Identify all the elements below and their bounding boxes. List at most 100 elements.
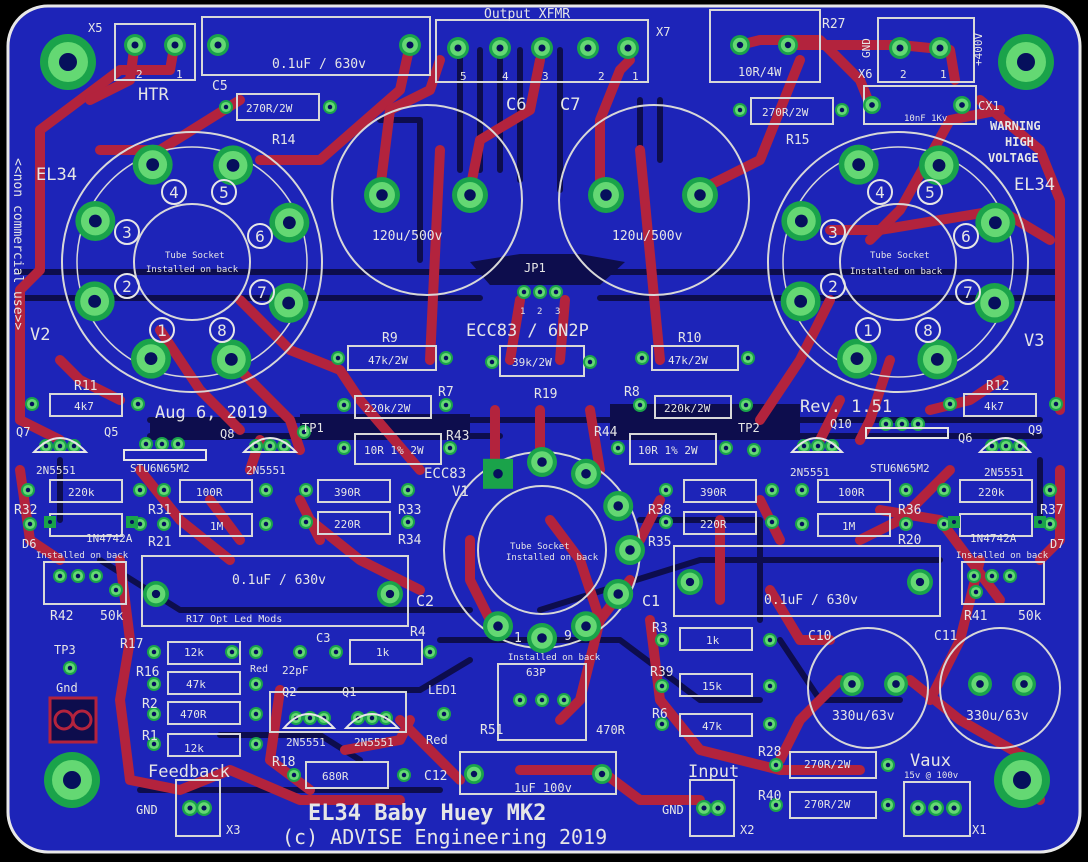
r12-ref: R12	[986, 379, 1009, 394]
pad	[633, 398, 647, 412]
r38-ref: R38	[648, 503, 671, 518]
r39-ref: R39	[650, 665, 673, 680]
pad	[249, 707, 263, 721]
c2-ref: C2	[416, 592, 434, 610]
pad	[919, 145, 960, 186]
v2-note: Installed on back	[146, 265, 239, 275]
x3-ref: X3	[226, 823, 240, 837]
r5-value: 470R	[596, 723, 626, 737]
pad	[147, 737, 161, 751]
tube-pin-number: 8	[217, 321, 227, 340]
c7-outline	[558, 104, 750, 296]
q9-ref: Q9	[1028, 423, 1042, 437]
pad	[1003, 569, 1017, 583]
r6-ref: R6	[652, 707, 668, 722]
pad	[249, 645, 263, 659]
pad	[571, 611, 601, 642]
pad	[139, 437, 153, 451]
pad	[44, 516, 56, 528]
q6-ref: Q6	[958, 431, 972, 445]
r16-ref: R16	[136, 665, 159, 680]
pad	[23, 517, 37, 531]
pad	[781, 200, 822, 241]
pad	[331, 351, 345, 365]
r19-value: 39k/2W	[512, 356, 552, 369]
r16-value: 12k	[184, 646, 204, 659]
pad	[1034, 516, 1046, 528]
r40-value: 270R/2W	[804, 798, 851, 811]
q7-ref: Q7	[16, 425, 30, 439]
v1-socket: Tube Socket	[510, 542, 570, 552]
pad	[592, 764, 612, 784]
r33-ref: R33	[398, 503, 421, 518]
r9-ref: R9	[382, 331, 398, 346]
pad	[211, 339, 252, 380]
cx1-value: 10nF 1Kv	[904, 114, 947, 124]
r9-value: 47k/2W	[368, 354, 408, 367]
c10-outline	[807, 627, 929, 749]
c11-value: 330u/63v	[966, 709, 1029, 724]
cx1-ref: CX1	[978, 99, 1000, 113]
pad	[881, 798, 895, 812]
pad	[863, 96, 881, 114]
pad	[401, 483, 415, 497]
led1-value: Red	[426, 733, 448, 747]
q5-value: STU6N65M2	[130, 462, 190, 475]
pad	[377, 581, 403, 607]
q5-ref: Q5	[104, 425, 118, 439]
pad	[447, 37, 469, 59]
r20-value: 1M	[842, 520, 856, 533]
c5-value: 0.1uF / 630v	[272, 57, 366, 72]
r43-ref: R43	[446, 429, 469, 444]
pad	[483, 458, 513, 489]
r7-value: 220k/2W	[364, 402, 411, 415]
pad	[763, 633, 777, 647]
x1-ref: X1	[972, 823, 986, 837]
pad	[884, 672, 908, 696]
r20-ref: R20	[898, 533, 921, 548]
pad	[765, 483, 779, 497]
d7-value: 1N4742A	[970, 532, 1017, 545]
pad	[527, 447, 557, 477]
pad	[899, 483, 913, 497]
pad	[207, 34, 229, 56]
jp1-pin-2: 2	[537, 307, 542, 317]
led2-value: Red	[250, 664, 268, 675]
mounting-holes	[40, 34, 1054, 808]
tube-pin-number: 2	[828, 277, 838, 296]
r18-value: 680R	[322, 770, 349, 783]
v2-type: EL34	[36, 165, 77, 185]
pad	[489, 37, 511, 59]
tube-pin-number: 7	[963, 283, 973, 302]
c7-ref: C7	[560, 95, 580, 115]
pad	[249, 677, 263, 691]
pad	[943, 397, 957, 411]
pad	[655, 633, 669, 647]
r34-value: 220R	[334, 518, 361, 531]
r10-ref: R10	[678, 331, 701, 346]
warning-line-2: HIGH	[1005, 135, 1034, 149]
pad	[948, 516, 960, 528]
jp1-pin-1: 1	[520, 307, 525, 317]
pad	[157, 483, 171, 497]
q8-ref: Q8	[220, 427, 234, 441]
pad	[881, 758, 895, 772]
v1-pin-1: 1	[514, 631, 522, 646]
x7-pin-2: 2	[598, 70, 605, 83]
r51-ref: R51	[480, 723, 503, 738]
tube-pin-number: 4	[169, 183, 179, 202]
r11-ref: R11	[74, 379, 97, 394]
r19-ref: R19	[534, 387, 557, 402]
pad	[268, 283, 309, 324]
pad	[967, 569, 981, 583]
title-product: EL34 Baby Huey MK2	[308, 801, 546, 826]
pad	[143, 581, 169, 607]
pad	[249, 737, 263, 751]
pad	[577, 37, 599, 59]
r37-ref: R37	[1040, 503, 1063, 518]
r10-value: 47k/2W	[668, 354, 708, 367]
pad	[263, 439, 277, 453]
pad	[269, 202, 310, 243]
